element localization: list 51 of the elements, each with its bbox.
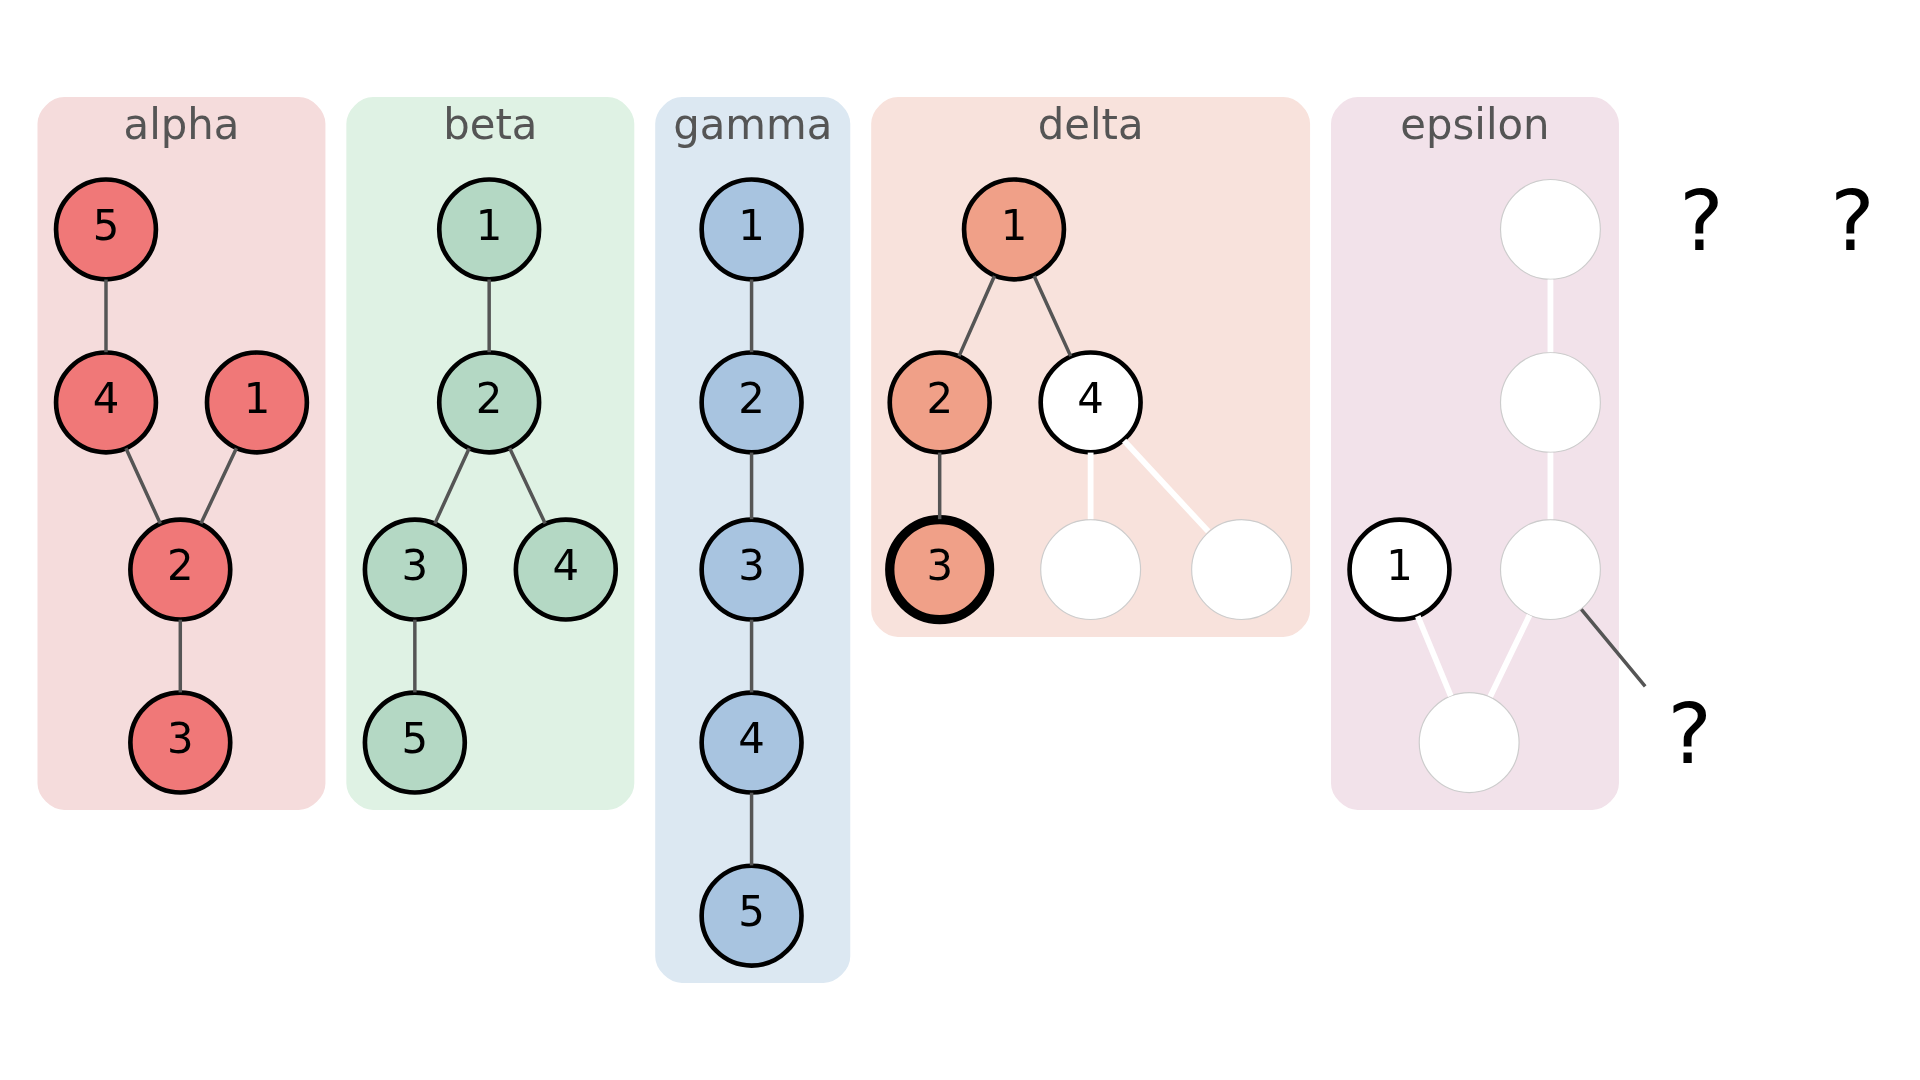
node-circle: 2 <box>887 350 992 455</box>
node-circle: 3 <box>128 690 233 795</box>
connector <box>937 452 942 520</box>
connector <box>1087 452 1094 520</box>
node-circle: 2 <box>128 517 233 622</box>
connector <box>749 619 754 693</box>
connector <box>1032 275 1073 357</box>
node-circle <box>1418 692 1520 794</box>
connector <box>1487 614 1533 698</box>
connector <box>957 275 997 357</box>
node-circle <box>1499 519 1601 621</box>
node-text: ? <box>1667 685 1712 784</box>
node-circle: 5 <box>53 177 159 282</box>
node-circle: 1 <box>961 177 1067 282</box>
node-circle: 3 <box>885 515 995 625</box>
node-circle: 1 <box>1347 517 1452 622</box>
connector <box>1547 279 1554 353</box>
connector <box>104 279 108 353</box>
connector <box>413 619 417 693</box>
node-circle <box>1499 178 1601 280</box>
node-circle: 5 <box>699 863 804 968</box>
node-circle: 2 <box>436 350 542 455</box>
node-circle <box>1040 519 1142 621</box>
node-circle: 4 <box>53 350 159 455</box>
node-circle: 1 <box>436 177 542 282</box>
connector <box>1547 452 1554 520</box>
node-circle: 1 <box>204 350 310 455</box>
node-circle <box>1499 351 1601 453</box>
connector <box>433 447 471 525</box>
connector <box>1122 438 1211 534</box>
connector <box>124 447 162 525</box>
node-circle: 1 <box>699 177 804 282</box>
connector <box>749 452 754 520</box>
connector <box>508 447 547 525</box>
node-circle <box>1191 519 1293 621</box>
node-circle: 2 <box>699 350 804 455</box>
node-circle: 4 <box>699 690 804 795</box>
connector <box>749 792 754 866</box>
node-circle: 5 <box>362 690 468 795</box>
node-circle: 3 <box>699 517 804 622</box>
label: ? <box>1830 171 1875 270</box>
connector <box>199 447 238 525</box>
connector <box>178 619 183 693</box>
connector <box>749 279 754 353</box>
connector <box>1415 615 1454 697</box>
node-circle: 3 <box>362 517 468 622</box>
node-circle: 4 <box>1038 350 1143 455</box>
label: ? <box>1679 171 1724 270</box>
connector <box>1580 608 1647 688</box>
connector <box>487 279 491 353</box>
node-circle: 4 <box>513 517 619 622</box>
